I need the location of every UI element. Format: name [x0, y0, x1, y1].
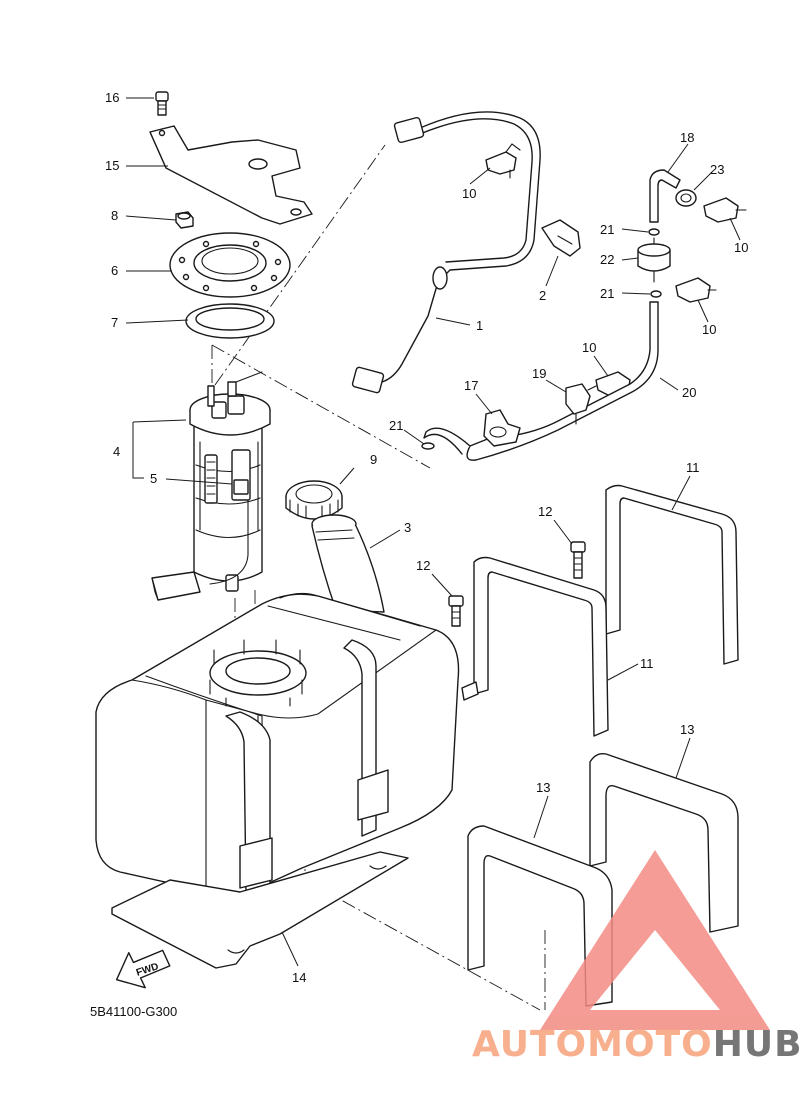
- logo-text-automoto: AUTOMOTO: [472, 1024, 713, 1065]
- callout-11-front: 11: [640, 656, 654, 671]
- callout-17: 17: [464, 378, 478, 393]
- bolt-12-left: [448, 595, 464, 627]
- nut-8: [175, 211, 194, 229]
- clip-10-right-mid: [675, 277, 717, 303]
- callout-21-mid: 21: [600, 286, 614, 301]
- logo-triangle-icon: [540, 850, 770, 1030]
- callout-10-right-mid: 10: [702, 322, 716, 337]
- bolt-16: [155, 91, 169, 116]
- callout-7: 7: [111, 315, 118, 330]
- holder-2: [541, 219, 581, 257]
- fuel-hose-1: [351, 111, 541, 394]
- check-valve-22: [637, 237, 671, 283]
- callout-5: 5: [150, 471, 157, 486]
- tank-strap-11-rear: [605, 484, 739, 665]
- callout-1: 1: [476, 318, 483, 333]
- strap-pad-13-front: [467, 825, 613, 1007]
- callout-12-left: 12: [416, 558, 430, 573]
- grommet-23: [675, 189, 697, 207]
- logo-text-hub: HUB: [713, 1024, 800, 1065]
- breather-hose-18: [649, 169, 681, 223]
- filler-neck-3: [311, 514, 385, 613]
- clip-21-mid: [650, 290, 662, 298]
- callout-2: 2: [539, 288, 546, 303]
- fuel-pump-assembly-4: [151, 371, 271, 601]
- clip-21-lower: [421, 442, 435, 450]
- gasket-7: [185, 303, 275, 339]
- callout-20: 20: [682, 385, 696, 400]
- callout-16: 16: [105, 90, 119, 105]
- clip-10-right-top: [703, 197, 747, 223]
- callout-3: 3: [404, 520, 411, 535]
- fuel-tank: [95, 592, 460, 895]
- callout-21-lower: 21: [389, 418, 403, 433]
- fuel-cap-9: [285, 480, 343, 520]
- clip-21-top: [648, 228, 660, 236]
- leader-lines: [125, 97, 741, 967]
- logo-wordmark: AUTOMOTOHUB: [472, 1024, 800, 1065]
- tank-mat-14: [111, 851, 409, 969]
- bracket-15: [149, 125, 313, 225]
- callout-10-lower: 10: [582, 340, 596, 355]
- callout-23: 23: [710, 162, 724, 177]
- callout-10-top: 10: [462, 186, 476, 201]
- diagram-code: 5B41100-G300: [90, 1004, 177, 1019]
- callout-15: 15: [105, 158, 119, 173]
- callout-4: 4: [113, 444, 120, 459]
- callout-8: 8: [111, 208, 118, 223]
- callout-12-right: 12: [538, 504, 552, 519]
- bolt-12-right: [570, 541, 586, 579]
- strap-pad-13-rear: [589, 752, 739, 933]
- callout-6: 6: [111, 263, 118, 278]
- callout-18: 18: [680, 130, 694, 145]
- callout-9: 9: [370, 452, 377, 467]
- callout-21-top: 21: [600, 222, 614, 237]
- automotohub-logo: AUTOMOTOHUB: [472, 850, 800, 1065]
- callout-11-rear: 11: [686, 460, 700, 475]
- callout-labels: 16 15 8 6 7 4 5 9 3 1 2 10 18 23 21 22 2…: [105, 90, 748, 985]
- clamp-19: [565, 383, 591, 425]
- forward-arrow-icon: FWD: [115, 949, 171, 989]
- callout-14: 14: [292, 970, 306, 985]
- breather-hose-20: [423, 301, 659, 461]
- callout-10-right-top: 10: [734, 240, 748, 255]
- clamp-17: [483, 409, 521, 447]
- callout-13-rear: 13: [680, 722, 694, 737]
- callout-22: 22: [600, 252, 614, 267]
- flange-plate-6: [169, 232, 291, 298]
- callout-13-front: 13: [536, 780, 550, 795]
- callout-19: 19: [532, 366, 546, 381]
- tank-strap-11-front: [461, 556, 609, 737]
